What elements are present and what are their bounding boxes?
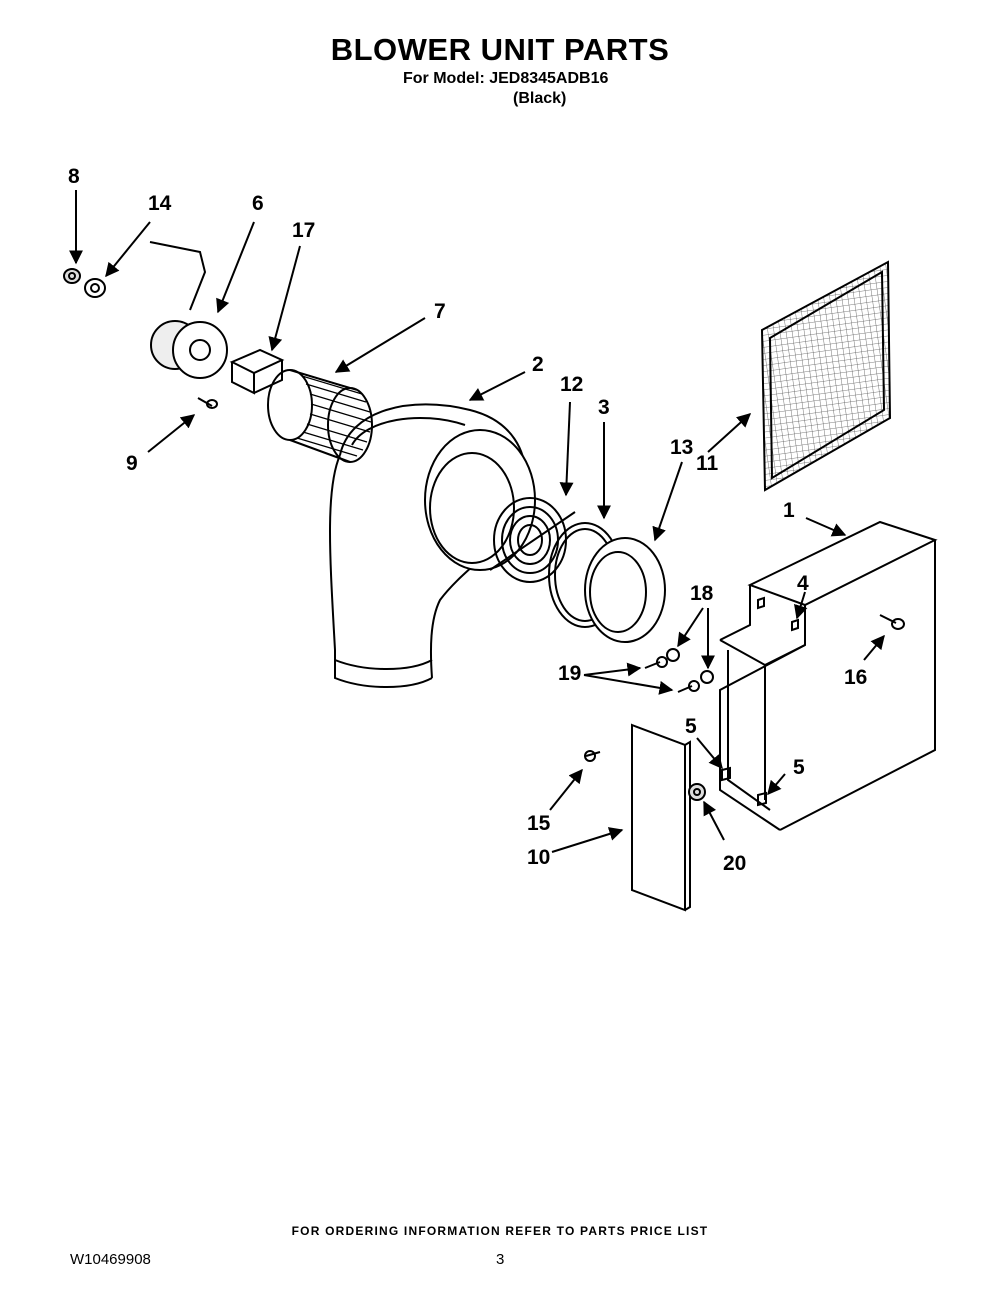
document-number: W10469908 [70, 1251, 151, 1268]
page-number: 3 [496, 1251, 505, 1268]
leader-lines [69, 190, 885, 853]
callout-4: 4 [797, 572, 809, 595]
ordering-note: FOR ORDERING INFORMATION REFER TO PARTS … [291, 1224, 709, 1238]
blower-wheel-part-7 [267, 369, 373, 463]
callout-6: 6 [252, 192, 264, 215]
flange-ring-part-13 [584, 537, 666, 643]
screw-part-9 [197, 397, 218, 409]
model-line: For Model: JED8345ADB16 [403, 70, 609, 87]
callout-9: 9 [126, 452, 138, 475]
housing-box-part-1 [719, 520, 938, 831]
callout-16: 16 [844, 666, 867, 689]
capacitor-part-17 [229, 348, 285, 395]
callout-20: 20 [723, 852, 746, 875]
callout-7: 7 [434, 300, 446, 323]
washer-part-18 [666, 648, 714, 684]
nut-part-20 [688, 783, 706, 801]
screw-part-19 [644, 656, 700, 693]
callout-18: 18 [690, 582, 714, 605]
screw-part-16 [879, 614, 905, 630]
callout-8: 8 [68, 165, 80, 188]
page-title: BLOWER UNIT PARTS [330, 32, 670, 67]
callout-15: 15 [527, 812, 551, 835]
screw-part-15 [584, 750, 601, 762]
callout-19: 19 [558, 662, 581, 685]
cover-plate-part-10 [631, 723, 691, 912]
clip-part-5 [721, 766, 767, 807]
washer-part-14 [84, 278, 106, 298]
callout-13: 13 [670, 436, 693, 459]
callout-11: 11 [696, 452, 719, 475]
callout-2: 2 [532, 353, 544, 376]
motor-part-6 [149, 241, 228, 379]
callout-12: 12 [560, 373, 583, 396]
callout-1: 1 [783, 499, 795, 522]
filter-part-11 [760, 260, 892, 492]
callout-14: 14 [148, 192, 172, 215]
callout-5a: 5 [685, 715, 697, 738]
nut-part-8 [63, 268, 81, 284]
callout-10: 10 [527, 846, 550, 869]
clip-part-4 [757, 596, 799, 632]
callout-17: 17 [292, 219, 315, 242]
callout-5b: 5 [793, 756, 805, 779]
blower-housing-part-2 [329, 403, 536, 688]
color-line: (Black) [513, 90, 567, 107]
callout-3: 3 [598, 396, 610, 419]
